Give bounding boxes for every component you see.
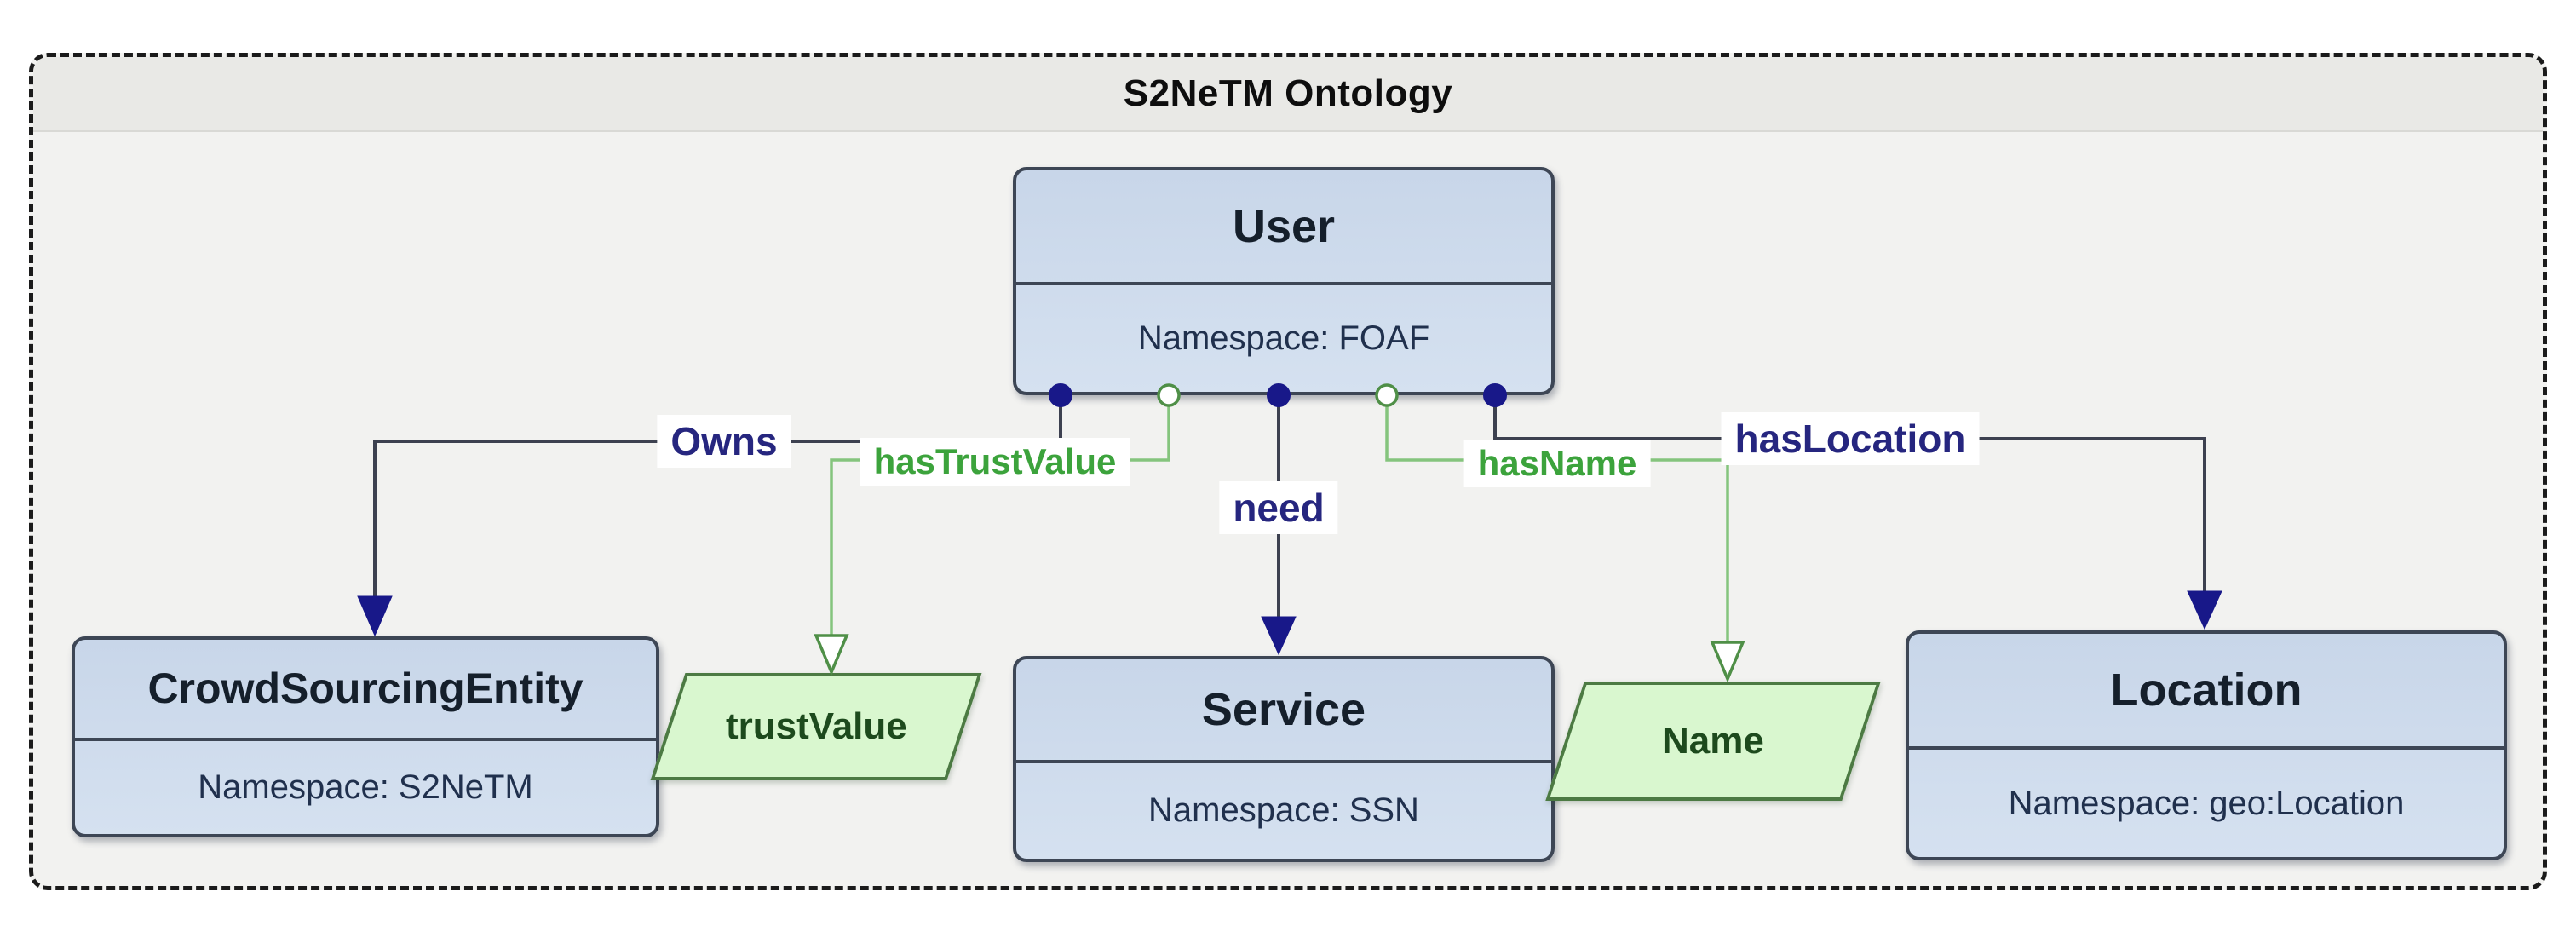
class-box-crowdsourcingentity: CrowdSourcingEntity Namespace: S2NeTM <box>72 636 659 837</box>
edge-label-hastrustvalue: hasTrustValue <box>860 438 1130 486</box>
class-title-location: Location <box>2110 664 2303 716</box>
edge-label-owns: Owns <box>657 415 791 468</box>
frame-header: S2NeTM Ontology <box>33 57 2543 132</box>
class-divider <box>1016 759 1551 763</box>
datatype-label-name: Name <box>1662 720 1764 762</box>
class-title-service: Service <box>1201 683 1366 735</box>
edge-label-haslocation: hasLocation <box>1721 412 1980 465</box>
class-namespace-user: Namespace: FOAF <box>1137 319 1430 358</box>
class-title-crowdsourcingentity: CrowdSourcingEntity <box>147 664 584 713</box>
diagram-title: S2NeTM Ontology <box>1123 72 1453 114</box>
datatype-label-trustvalue: trustValue <box>725 705 907 747</box>
class-box-location: Location Namespace: geo:Location <box>1906 630 2507 860</box>
class-box-service: Service Namespace: SSN <box>1013 656 1555 862</box>
edge-label-need: need <box>1219 481 1338 534</box>
datatype-shape-name: Name <box>1545 682 1881 801</box>
class-box-user: User Namespace: FOAF <box>1013 167 1555 395</box>
class-divider <box>1016 282 1551 286</box>
class-namespace-crowdsourcingentity: Namespace: S2NeTM <box>198 768 533 806</box>
datatype-shape-trustvalue: trustValue <box>650 673 982 780</box>
edge-label-hasname: hasName <box>1463 440 1651 487</box>
class-namespace-service: Namespace: SSN <box>1148 791 1419 830</box>
class-divider <box>1909 746 2504 751</box>
class-namespace-location: Namespace: geo:Location <box>2008 784 2405 822</box>
class-title-user: User <box>1232 200 1336 252</box>
class-divider <box>75 737 656 741</box>
